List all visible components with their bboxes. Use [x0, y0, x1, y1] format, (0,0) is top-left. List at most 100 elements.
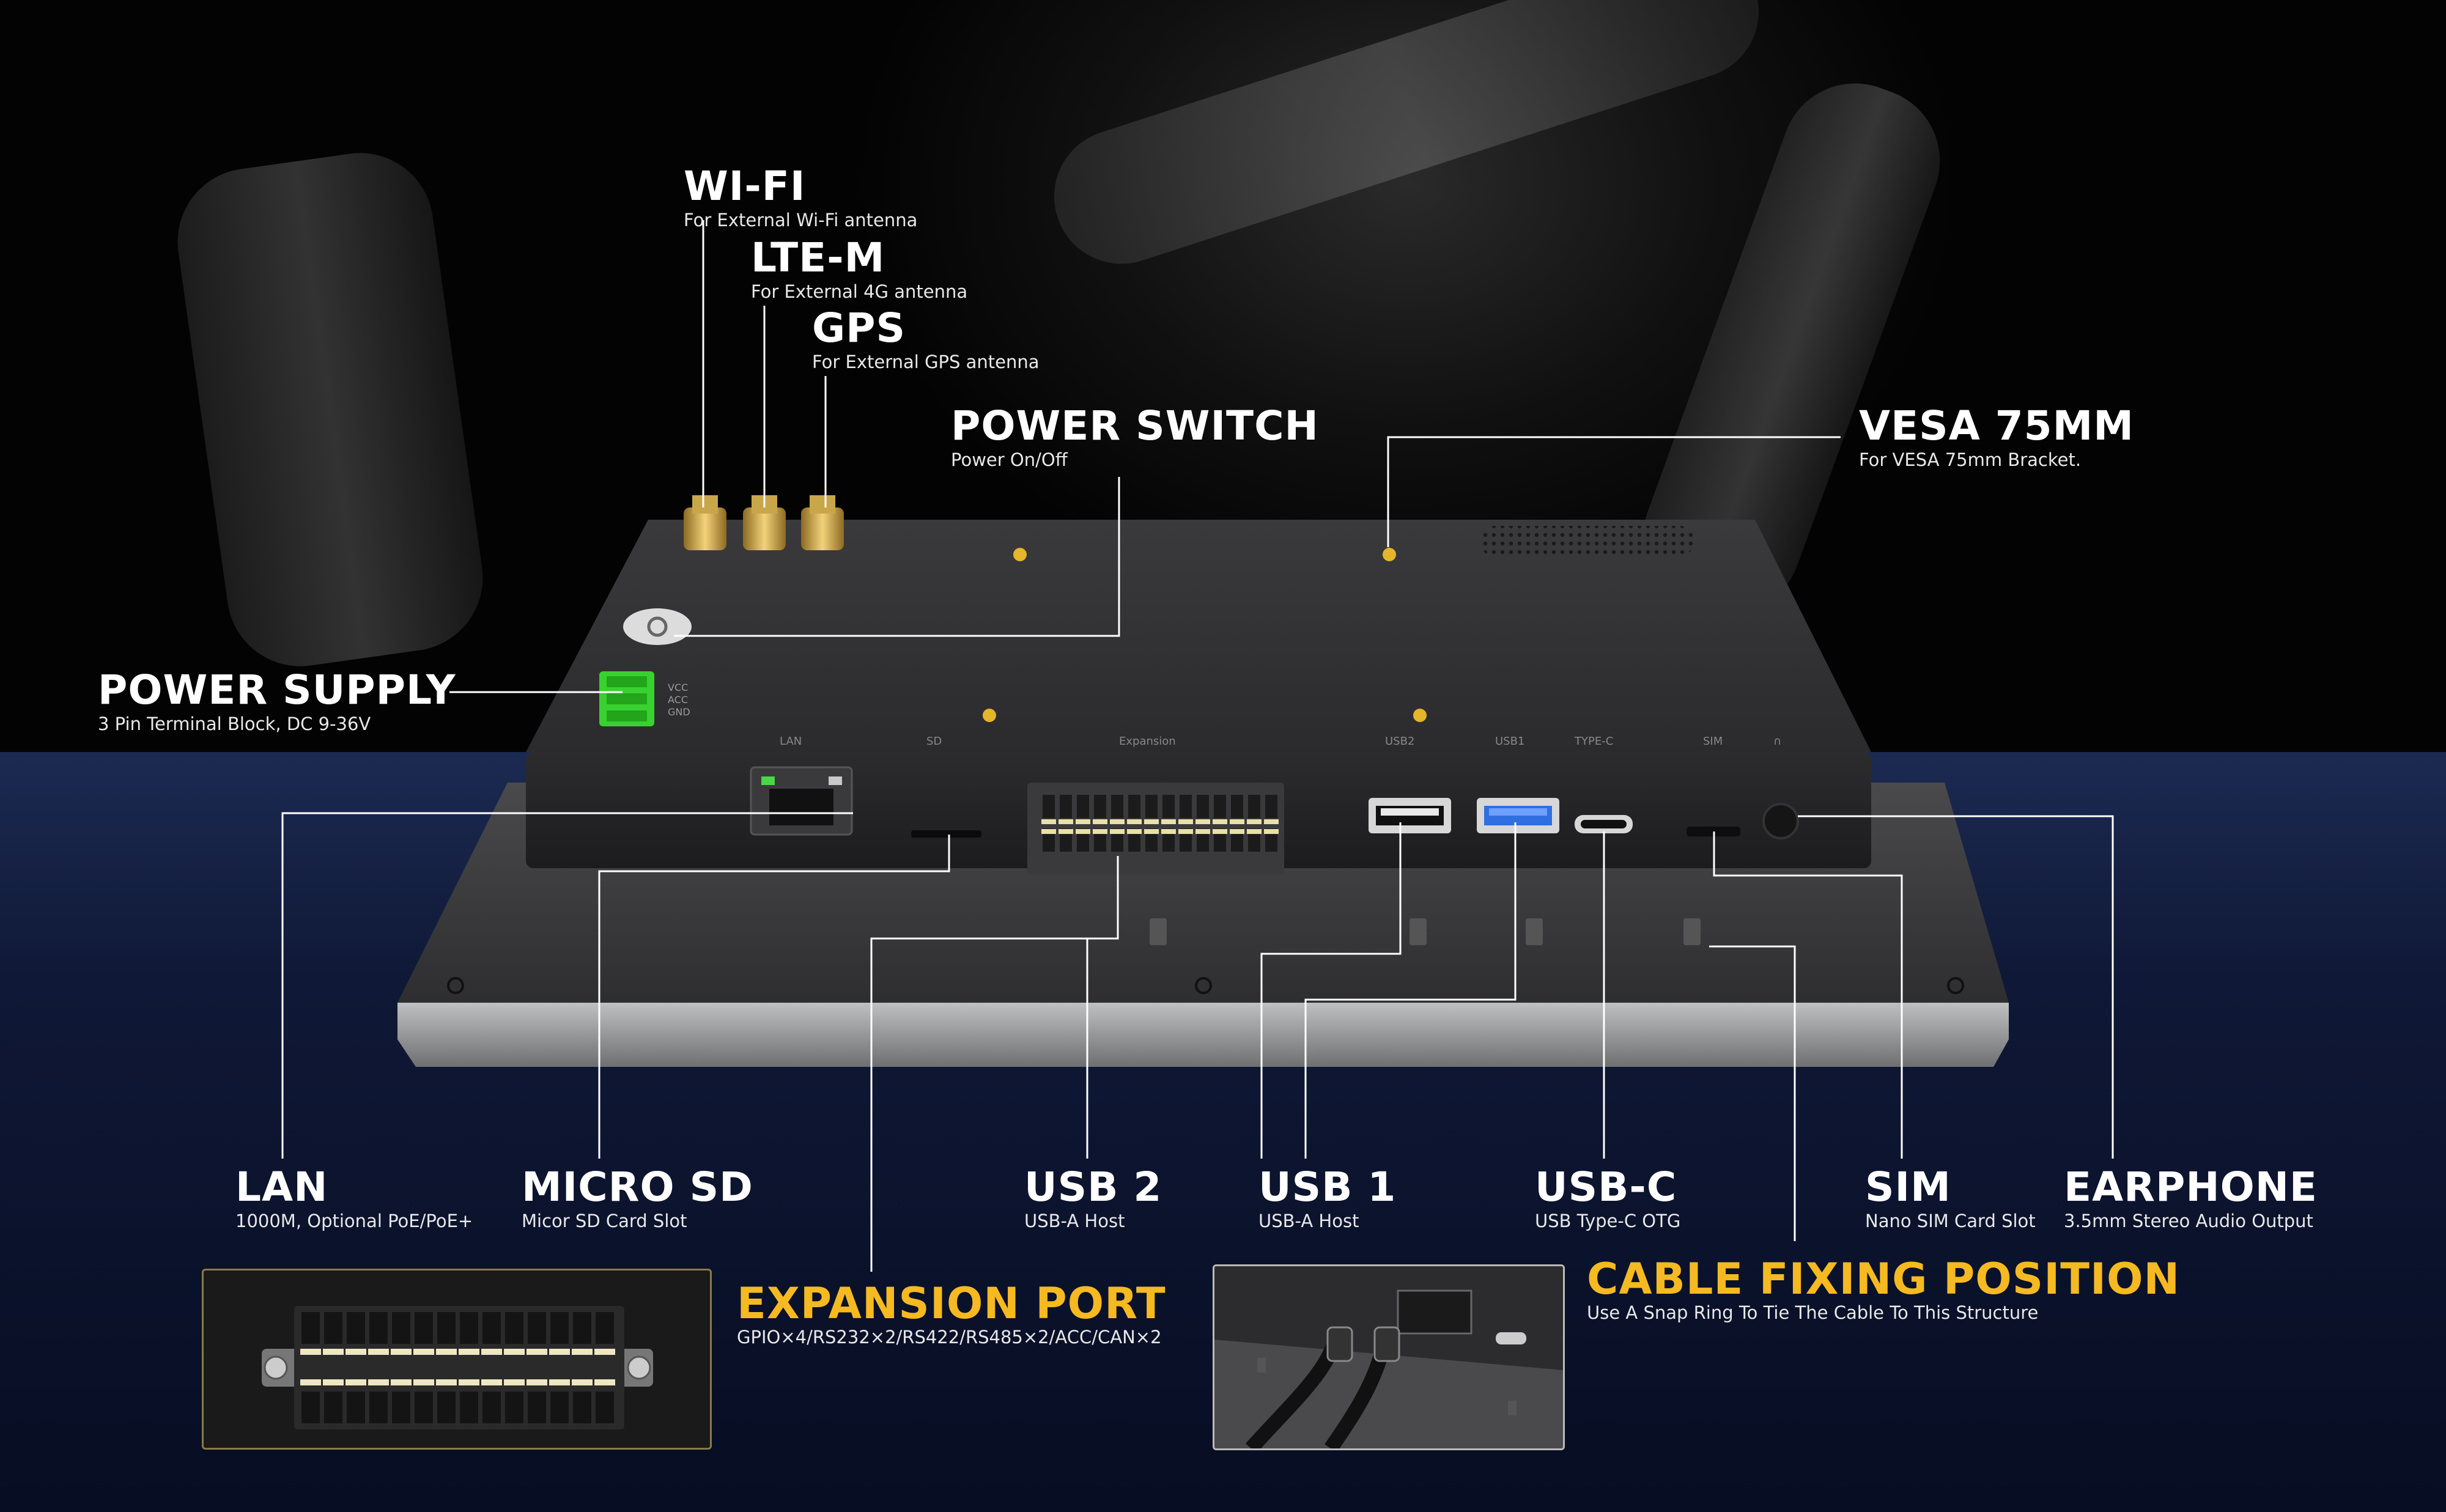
sim-label: SIM Nano SIM Card Slot: [1865, 1165, 2036, 1232]
expansion-pin: [1162, 795, 1175, 818]
closeup-pin: [347, 1312, 365, 1344]
cable-fixing-posts: [1150, 918, 1701, 945]
closeup-pin: [324, 1392, 342, 1423]
usb2-port: [1369, 798, 1451, 833]
expansion-pin: [1180, 795, 1192, 818]
expansion-pin: [1077, 795, 1089, 818]
earphone-label: EARPHONE 3.5mm Stereo Audio Output: [2064, 1165, 2318, 1232]
expansion-pin: [1111, 828, 1123, 852]
vesa-subtitle: For VESA 75mm Bracket.: [1859, 449, 2082, 470]
closeup-pin-band: [504, 1379, 525, 1385]
wifi-subtitle: For External Wi-Fi antenna: [684, 210, 918, 230]
expansion-pin: [1128, 828, 1140, 852]
closeup-pin-band: [436, 1349, 457, 1355]
expansion-pin-band: [1178, 819, 1193, 824]
expansion-port-closeup: [202, 1269, 712, 1450]
device-housing: [526, 520, 1871, 868]
lan-label: LAN 1000M, Optional PoE/PoE+: [235, 1165, 473, 1232]
vesa-title: VESA 75MM: [1859, 402, 2134, 449]
closeup-pin-band: [300, 1379, 321, 1385]
earphone-subtitle: 3.5mm Stereo Audio Output: [2064, 1211, 2313, 1231]
closeup-pin-band: [391, 1349, 412, 1355]
sim-title: SIM: [1865, 1164, 1951, 1211]
usb1-port: [1477, 798, 1559, 833]
expansion-pin-band: [1093, 829, 1107, 834]
closeup-pin-band: [504, 1349, 525, 1355]
power-switch-title: POWER SWITCH: [951, 402, 1319, 449]
power-button: [623, 608, 692, 645]
expansion-pin-band: [1110, 829, 1125, 834]
earphone-jack: [1762, 803, 1799, 839]
port-text-lan: LAN: [780, 735, 802, 748]
closeup-pin: [437, 1312, 456, 1344]
expansion-pin-band: [1195, 829, 1210, 834]
closeup-pin-band: [368, 1349, 389, 1355]
usb1-label: USB 1 USB-A Host: [1258, 1165, 1396, 1232]
lan-subtitle: 1000M, Optional PoE/PoE+: [235, 1211, 473, 1231]
closeup-pin: [369, 1392, 388, 1423]
usb2-title: USB 2: [1024, 1164, 1162, 1211]
expansion-pin-band: [1144, 829, 1159, 834]
closeup-pin: [482, 1312, 501, 1344]
closeup-pin: [437, 1392, 456, 1423]
closeup-pin-band: [459, 1349, 479, 1355]
speaker-grille: [1480, 526, 1694, 556]
closeup-pin-band: [413, 1349, 434, 1355]
expansion-pin-band: [1041, 819, 1056, 824]
expansion-pin: [1145, 828, 1158, 852]
closeup-pin-band: [527, 1349, 547, 1355]
vesa-hole: [1413, 709, 1427, 722]
expansion-pin-band: [1127, 819, 1142, 824]
power-terminal-block: VCC ACC GND: [599, 671, 690, 726]
usbc-subtitle: USB Type-C OTG: [1535, 1211, 1681, 1231]
power-supply-subtitle: 3 Pin Terminal Block, DC 9-36V: [98, 714, 371, 734]
micro-sd-subtitle: Micor SD Card Slot: [522, 1211, 687, 1231]
expansion-pin-band: [1161, 829, 1176, 834]
expansion-pin: [1060, 828, 1072, 852]
closeup-pin: [550, 1312, 569, 1344]
usb1-title: USB 1: [1258, 1164, 1397, 1211]
wifi-title: WI-FI: [684, 163, 806, 210]
power-supply-label: POWER SUPPLY 3 Pin Terminal Block, DC 9-…: [98, 668, 456, 735]
power-supply-title: POWER SUPPLY: [98, 666, 456, 714]
expansion-port: [1027, 783, 1284, 874]
expansion-pin-band: [1127, 829, 1142, 834]
closeup-pin: [369, 1312, 388, 1344]
leader-lines: [281, 220, 2114, 1272]
closeup-pin-band: [527, 1379, 547, 1385]
gps-label: GPS For External GPS antenna: [812, 306, 1040, 373]
expansion-pin-band: [1178, 829, 1193, 834]
vcc-text: VCC: [668, 682, 688, 693]
antenna-connectors: [684, 495, 844, 550]
expansion-pin-band: [1076, 819, 1090, 824]
power-switch-label: POWER SWITCH Power On/Off: [951, 404, 1319, 471]
vesa-hole: [983, 709, 996, 722]
vesa-hole: [1013, 548, 1027, 561]
expansion-pin: [1128, 795, 1140, 818]
gps-subtitle: For External GPS antenna: [812, 352, 1040, 372]
closeup-pin: [573, 1392, 591, 1423]
expansion-pin: [1231, 795, 1243, 818]
expansion-pin: [1231, 828, 1243, 852]
ltem-title: LTE-M: [751, 234, 885, 281]
lan-title: LAN: [235, 1164, 328, 1211]
expansion-title: EXPANSION PORT: [737, 1278, 1166, 1329]
closeup-pin-band: [436, 1379, 457, 1385]
closeup-pin-band: [481, 1349, 502, 1355]
closeup-pin: [392, 1392, 410, 1423]
expansion-pin: [1094, 828, 1106, 852]
closeup-pin-band: [323, 1349, 344, 1355]
usbc-title: USB-C: [1535, 1164, 1677, 1211]
closeup-pin-band: [391, 1379, 412, 1385]
closeup-pin-band: [549, 1379, 570, 1385]
expansion-pin: [1265, 795, 1277, 818]
closeup-pin-band: [300, 1349, 321, 1355]
usb2-subtitle: USB-A Host: [1024, 1211, 1125, 1231]
expansion-pin: [1043, 828, 1055, 852]
closeup-pin-band: [572, 1349, 593, 1355]
closeup-pin-band: [345, 1349, 366, 1355]
power-switch-subtitle: Power On/Off: [951, 449, 1068, 470]
cable-fixing-closeup: [1213, 1264, 1565, 1450]
cable-closeup-graphic: [1214, 1266, 1563, 1448]
